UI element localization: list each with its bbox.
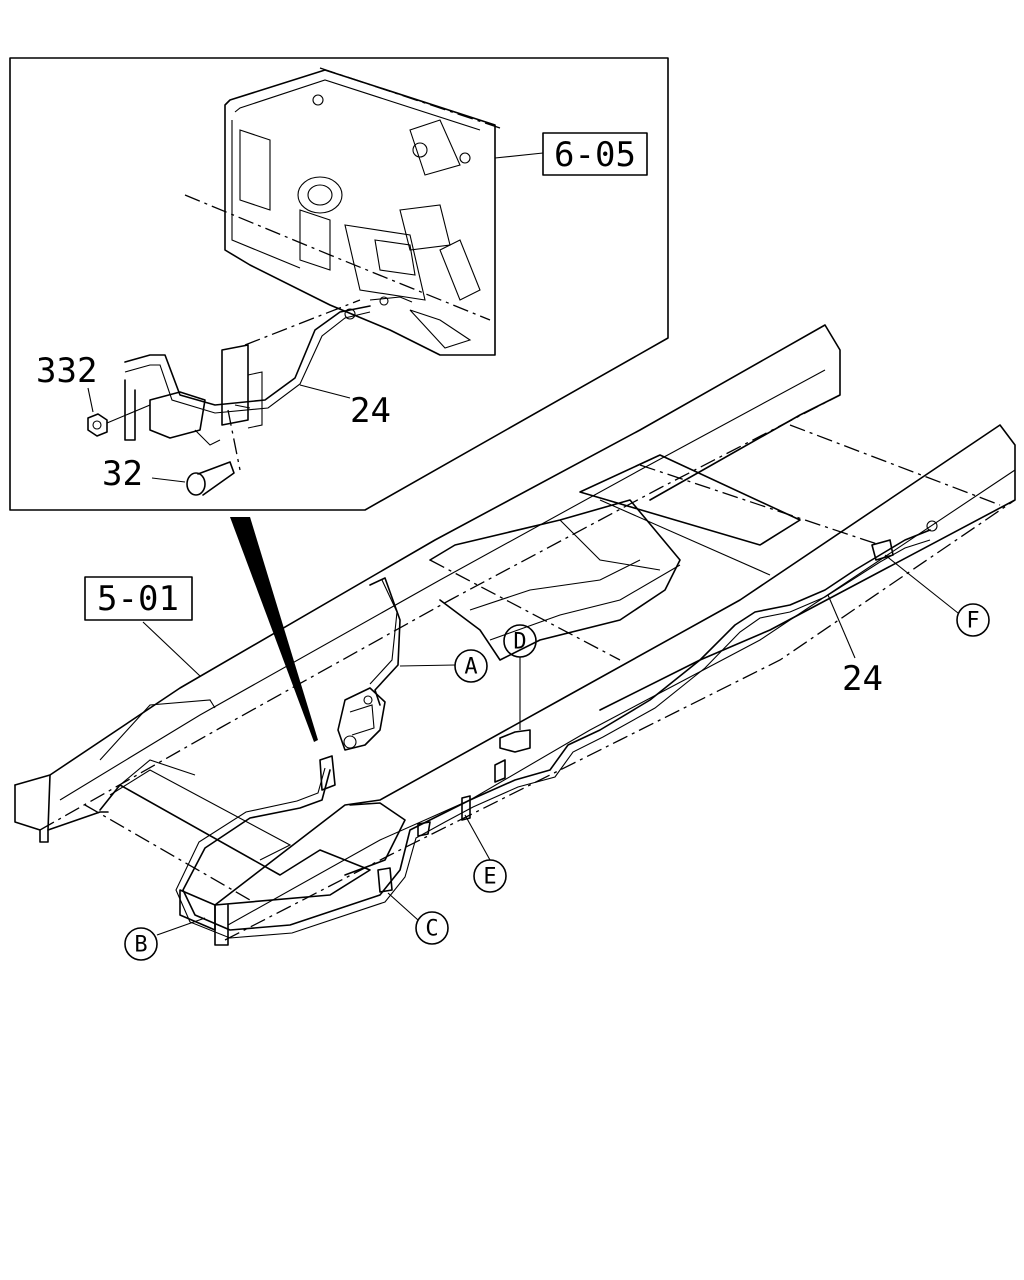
nut-332: [87, 404, 151, 437]
pedal-assembly: [319, 577, 401, 791]
callout-d: D: [503, 624, 537, 658]
part-label-32: 32: [102, 454, 143, 494]
cable-bracket: [124, 299, 361, 471]
firewall-panel: [184, 67, 501, 356]
leader-24-inset: [299, 384, 351, 399]
leader-32: [151, 477, 186, 483]
ref-box-6-05: [542, 132, 648, 176]
callout-e-label: E: [483, 865, 496, 890]
leader-e: [464, 814, 491, 861]
part-label-24-main: 24: [842, 659, 883, 699]
bolt-32: [186, 461, 235, 496]
leader-332: [87, 387, 94, 413]
leader-5-01: [142, 621, 201, 677]
bracket-d: [494, 729, 531, 783]
ref-label-5-01: 5-01: [97, 579, 179, 619]
cable-24-main: [175, 520, 938, 939]
inset-border: [9, 57, 669, 511]
leader-f: [884, 554, 959, 614]
chassis-frame: [14, 324, 1016, 946]
callout-a-label: A: [464, 655, 477, 680]
callout-a: A: [454, 649, 488, 683]
callout-f: F: [956, 603, 990, 637]
callout-c: C: [415, 911, 449, 945]
callout-e: E: [473, 859, 507, 893]
ref-box-5-01: [84, 576, 193, 621]
part-label-24-inset: 24: [350, 391, 391, 431]
callout-b: B: [124, 927, 158, 961]
callout-b-label: B: [134, 933, 147, 958]
detail-pointer: [230, 517, 318, 742]
leader-a: [399, 664, 456, 667]
callout-c-label: C: [425, 917, 438, 942]
leader-24-main: [827, 594, 856, 659]
leader-b: [156, 917, 206, 936]
leader-6-05: [494, 152, 544, 159]
leader-c: [387, 892, 419, 921]
cable-24-inset: [124, 296, 413, 414]
ref-label-6-05: 6-05: [554, 135, 636, 175]
callout-f-label: F: [966, 609, 979, 634]
detail-inset: 6-05 332 32 24: [9, 57, 669, 511]
part-label-332: 332: [36, 351, 97, 391]
callout-d-label: D: [513, 630, 526, 655]
